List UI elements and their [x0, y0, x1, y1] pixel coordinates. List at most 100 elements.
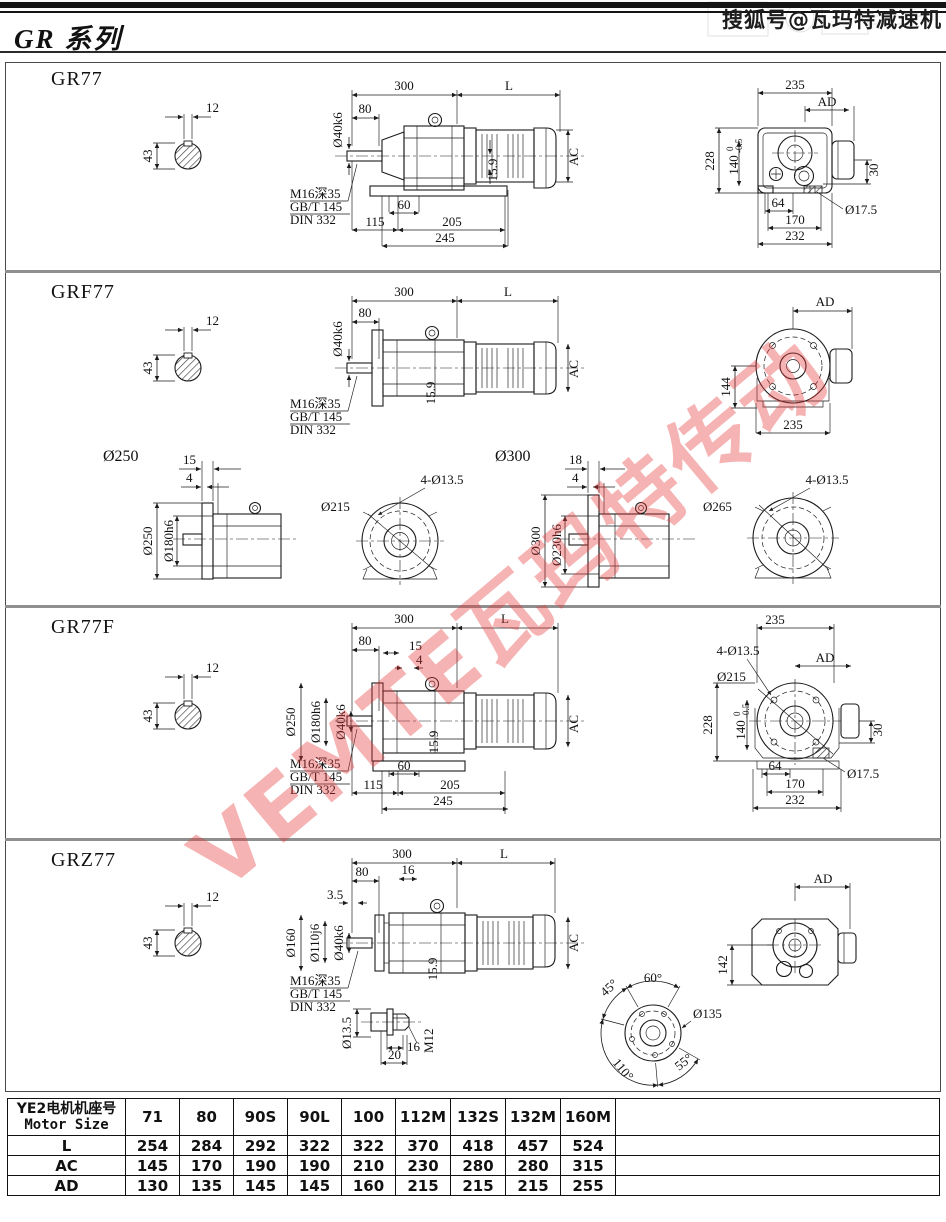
dim: AC	[566, 934, 581, 952]
col-header: 100	[341, 1098, 396, 1136]
filler-cell	[615, 1155, 940, 1176]
grz77-angle-detail: 60° 45° 110° 55° Ø135	[597, 970, 722, 1088]
dim: 43	[140, 362, 155, 375]
dim: Ø250	[140, 527, 155, 556]
flange-300: Ø300 18 4 Ø300 Ø230h6	[495, 448, 848, 588]
cell: 254	[125, 1135, 180, 1156]
cell: 524	[560, 1135, 616, 1156]
standard: GB/T 145	[290, 199, 342, 214]
section-grf77: GRF77 12 43	[5, 273, 941, 605]
dim: AC	[566, 715, 581, 733]
gr77f-end-view: 235 4-Ø13.5 AD Ø215 228 140 0 -0.5 30	[700, 612, 885, 812]
page-title: GR 系列	[14, 24, 123, 54]
tolerance: -0.5	[741, 703, 751, 718]
dim: Ø17.5	[845, 202, 877, 217]
dim: 300	[392, 846, 412, 861]
cell: 135	[179, 1175, 234, 1196]
cell: 215	[505, 1175, 561, 1196]
filler-cell	[615, 1098, 940, 1136]
dim: 4-Ø13.5	[421, 472, 464, 487]
dim: 205	[440, 777, 460, 792]
standard: GB/T 145	[290, 986, 342, 1001]
dim: 235	[765, 612, 785, 627]
dim: Ø160	[283, 929, 298, 958]
dim: 245	[435, 230, 455, 245]
cell: 215	[450, 1175, 506, 1196]
grz77-side-view: 300 L 80 16 3.5 Ø160 Ø110j6 Ø40k6 15.9 A…	[283, 846, 585, 1014]
dim: L	[500, 846, 508, 861]
dim: 16	[407, 1039, 421, 1054]
account-watermark: 搜狐号@瓦玛特减速机	[722, 8, 942, 32]
dim: 12	[206, 100, 219, 115]
grf77-end-view: AD 144 235	[718, 294, 853, 436]
drawing-frame	[5, 62, 941, 1092]
gr77-end-view: 235 AD 228 140 0 -0.5 30 64 Ø17.5	[702, 77, 881, 248]
flange-label: Ø300	[495, 448, 531, 465]
dim: 4-Ø13.5	[717, 643, 760, 658]
dim: 12	[206, 889, 219, 904]
dim: Ø265	[703, 499, 732, 514]
row-label: AC	[7, 1155, 126, 1176]
dim: 228	[702, 151, 717, 171]
cell: 280	[450, 1155, 506, 1176]
grz77-end-view: AD 142	[715, 871, 857, 986]
thread-spec: M16深35	[290, 186, 341, 201]
col-header: 90L	[287, 1098, 342, 1136]
dim: 140	[733, 720, 748, 740]
dim: Ø40k6	[330, 321, 345, 357]
standard: DIN 332	[290, 999, 336, 1014]
dim: 235	[783, 417, 803, 432]
title-underline	[0, 51, 946, 53]
table-row: AD 130 135 145 145 160 215 215 215 255	[7, 1175, 940, 1196]
dim: 15.9	[425, 958, 440, 981]
dim: Ø40k6	[333, 704, 348, 740]
cell: 322	[287, 1135, 342, 1156]
dim: 205	[442, 214, 462, 229]
model-label: GRF77	[51, 281, 115, 303]
standard: GB/T 145	[290, 769, 342, 784]
cell: 322	[341, 1135, 396, 1156]
dim: 30	[866, 164, 881, 177]
dim: Ø13.5	[339, 1017, 354, 1049]
row-label: AD	[7, 1175, 126, 1196]
table-row: AC 145 170 190 190 210 230 280 280 315	[7, 1155, 940, 1176]
dim: 80	[359, 101, 372, 116]
tolerance: -0.5	[734, 138, 744, 153]
dim: 60	[398, 758, 411, 773]
cell: 145	[125, 1155, 180, 1176]
section-separator	[5, 605, 941, 608]
motor-size-table: YE2电机机座号 Motor Size 71 80 90S 90L 100 11…	[7, 1098, 940, 1196]
cell: 170	[179, 1155, 234, 1176]
dim: 15.9	[426, 731, 441, 754]
dim: L	[505, 78, 513, 93]
cell: 145	[287, 1175, 342, 1196]
dim: Ø180h6	[161, 520, 176, 562]
section-grz77: GRZ77 12 43	[5, 841, 941, 1090]
grf77-side-view: 300 L 80 Ø40k6 15.9 AC M16深35 GB/T 145 D…	[290, 284, 585, 437]
model-label: GRZ77	[51, 849, 116, 871]
cell: 280	[505, 1155, 561, 1176]
dim: 142	[715, 955, 730, 975]
dim: Ø180h6	[308, 701, 323, 743]
thread-spec: M16深35	[290, 396, 341, 411]
dim: 300	[394, 78, 414, 93]
dim: AD	[814, 871, 833, 886]
dim: 170	[785, 212, 805, 227]
gr77f-shaft-section: 12 43	[140, 660, 219, 730]
dim: 4	[416, 652, 423, 667]
angle: 55°	[672, 1050, 696, 1073]
cell: 130	[125, 1175, 180, 1196]
dim: Ø135	[693, 1006, 722, 1021]
dim: L	[501, 611, 509, 626]
flange-250: Ø250 15 4 Ø250 Ø180h6	[103, 448, 463, 585]
col-header: 80	[179, 1098, 234, 1136]
cell: 315	[560, 1155, 616, 1176]
dim: 228	[700, 715, 715, 735]
section-gr77: GR77 12 43	[5, 62, 941, 270]
grz77-shaft-section: 12 43	[140, 889, 219, 957]
cell: 210	[341, 1155, 396, 1176]
standard: DIN 332	[290, 782, 336, 797]
cell: 284	[179, 1135, 234, 1156]
dim: 144	[718, 377, 733, 397]
dim: 20	[388, 1047, 401, 1062]
